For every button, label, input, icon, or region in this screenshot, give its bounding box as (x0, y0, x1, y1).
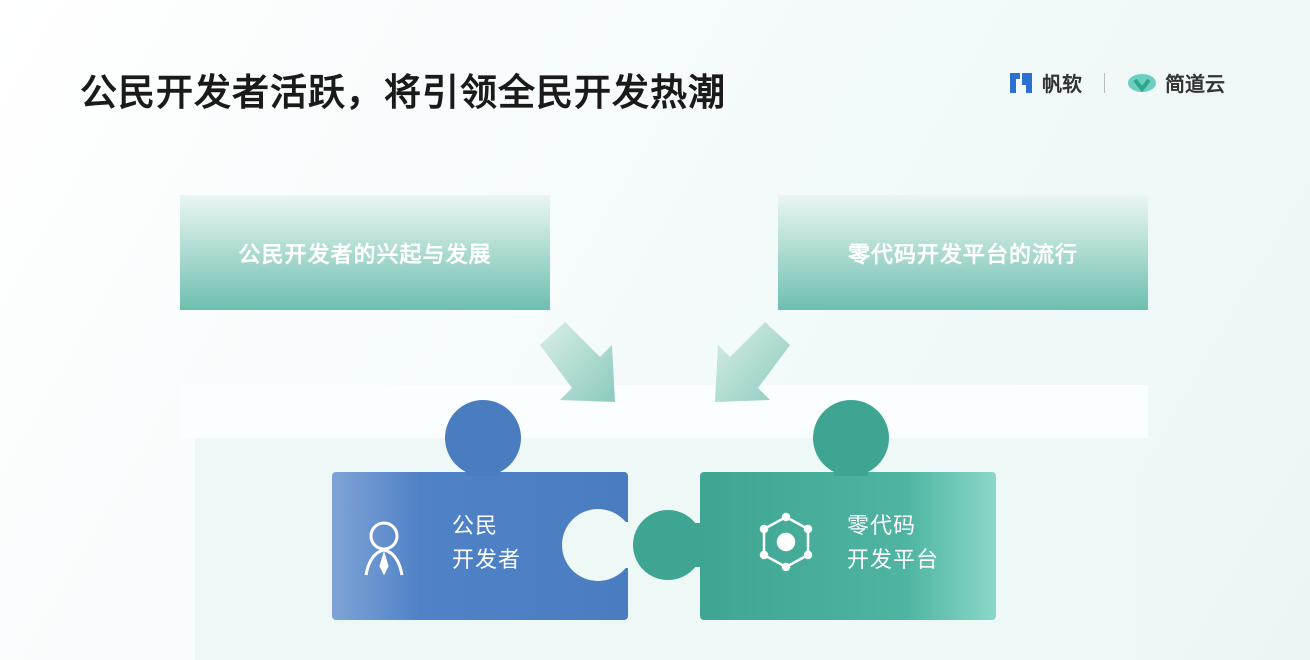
puzzle-piece-citizen-developer (332, 400, 628, 620)
page-title: 公民开发者活跃，将引领全民开发热潮 (80, 71, 726, 114)
panel-top (180, 385, 1148, 438)
arrow-down-right-icon (540, 322, 615, 402)
hexagon-network-icon (759, 512, 813, 572)
jiandaoyun-logo-icon (1128, 73, 1156, 92)
piece-label-no-code-platform: 零代码 开发平台 (847, 510, 939, 578)
logo-divider (1104, 72, 1105, 93)
box-no-code-platform-trend: 零代码开发平台的流行 (778, 195, 1148, 310)
piece-label-line2: 开发平台 (847, 548, 940, 573)
logo-bar: 帆软 简道云 (1008, 68, 1225, 97)
piece-label-line1: 公民 (452, 514, 499, 539)
piece-label-line1: 零代码 (847, 514, 917, 539)
piece-label-citizen-developer: 公民 开发者 (452, 510, 521, 578)
box-citizen-developer-rise: 公民开发者的兴起与发展 (180, 195, 550, 310)
brand1-label: 帆软 (1042, 72, 1082, 96)
fanruan-logo-icon (1010, 72, 1032, 93)
brand2-label: 简道云 (1165, 72, 1225, 96)
user-icon (364, 521, 404, 576)
piece-label-line2: 开发者 (452, 548, 522, 573)
puzzle-piece-no-code-platform (633, 400, 996, 620)
arrow-down-left-icon (715, 322, 790, 402)
